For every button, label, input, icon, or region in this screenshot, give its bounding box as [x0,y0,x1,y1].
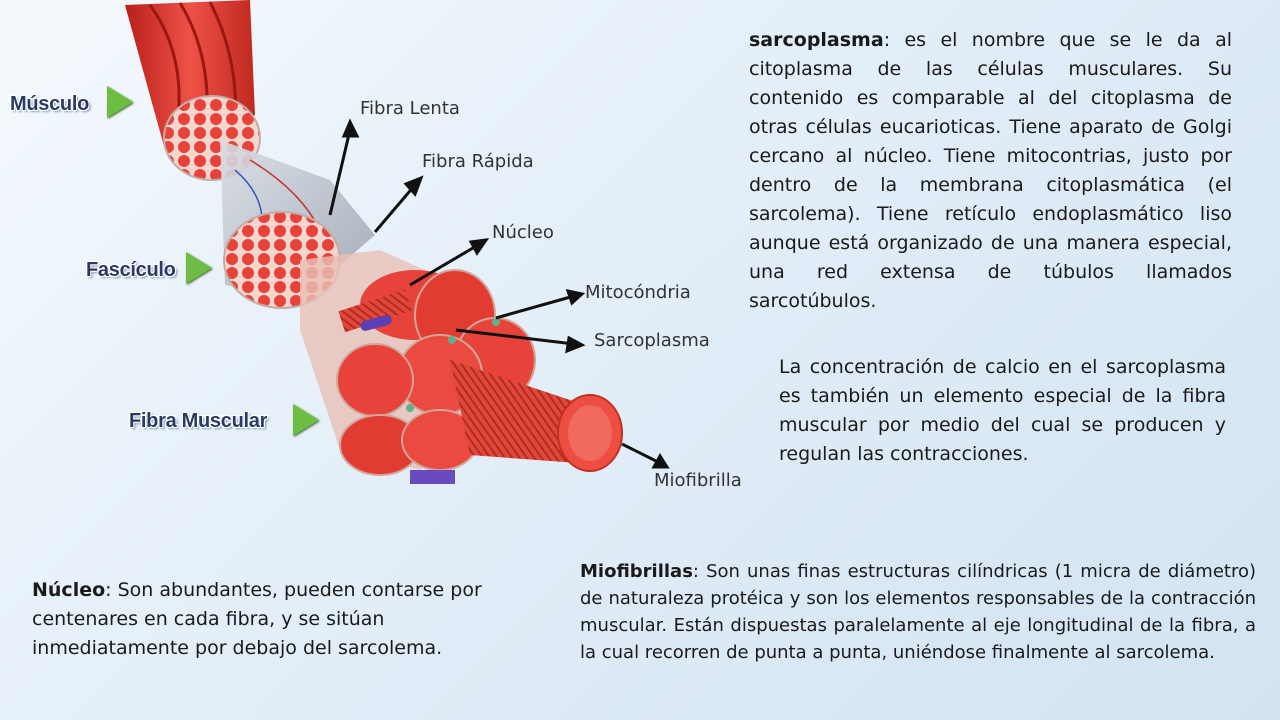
label-fibra-muscular: Fibra Muscular [129,410,268,432]
play-button-fibra-muscular[interactable] [293,404,319,436]
label-miofibrilla: Miofibrilla [654,470,742,491]
paragraph-sarcoplasma: sarcoplasma: es el nombre que se le da a… [749,26,1232,316]
play-button-musculo[interactable] [107,86,133,118]
label-fibra-lenta: Fibra Lenta [360,98,460,119]
text-nucleo: : Son abundantes, pueden contarse por ce… [32,579,482,659]
play-button-fasciculo[interactable] [186,252,212,284]
label-fasciculo: Fascículo [86,259,176,281]
paragraph-miofibrillas: Miofibrillas: Son unas finas estructuras… [580,558,1256,666]
myofibril-cylinder [450,360,623,472]
label-sarcoplasma: Sarcoplasma [594,330,710,351]
label-musculo: Músculo [10,93,90,115]
label-mitocondria: Mitocóndria [585,282,691,303]
text-miofibrillas: : Son unas finas estructuras cilíndricas… [580,561,1256,663]
label-fibra-rapida: Fibra Rápida [422,151,534,172]
term-sarcoplasma: sarcoplasma [749,29,884,51]
text-sarcoplasma: : es el nombre que se le da al citoplasm… [749,29,1232,312]
muscle-structure-illustration [125,0,670,484]
paragraph-nucleo: Núcleo: Son abundantes, pueden contarse … [32,576,542,663]
term-miofibrillas: Miofibrillas [580,561,693,582]
paragraph-calcio: La concentración de calcio en el sarcopl… [779,353,1226,469]
pointer-arrows [328,118,670,469]
label-nucleo: Núcleo [492,222,554,243]
term-nucleo: Núcleo [32,579,106,601]
text-calcio: La concentración de calcio en el sarcopl… [779,356,1226,465]
